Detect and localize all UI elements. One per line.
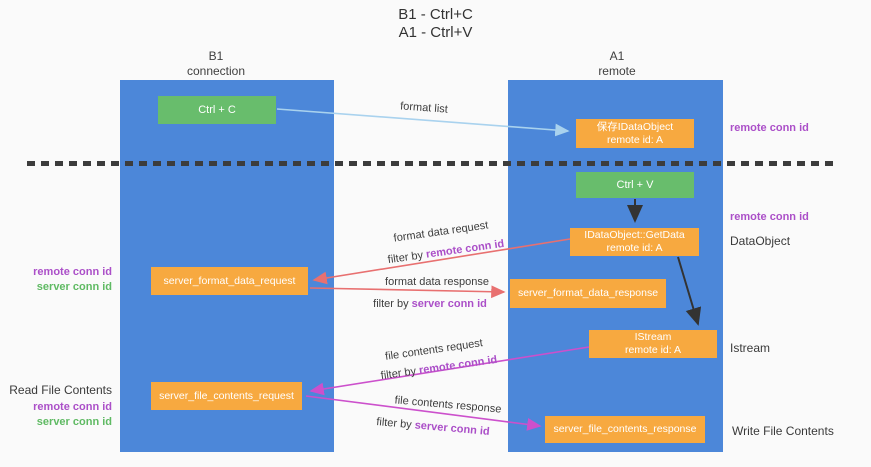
- node-server-file-contents-response: server_file_contents_response: [545, 416, 705, 443]
- node-server-format-data-request: server_format_data_request: [151, 267, 308, 295]
- label-file-contents-response: file contents response: [394, 394, 502, 416]
- side-dataobject-label: DataObject: [730, 234, 791, 248]
- side-left-server-conn-id-format: server conn id: [36, 281, 112, 293]
- node-istream: IStream remote id: A: [589, 330, 717, 358]
- node-server-format-data-request-label: server_format_data_request: [163, 274, 296, 287]
- node-idataobject-getdata: IDataObject::GetData remote id: A: [570, 228, 699, 256]
- node-ctrl-v-label: Ctrl + V: [616, 178, 654, 191]
- side-remote-conn-id-mid: remote conn id: [730, 211, 809, 223]
- label-filter-by-1: filter by: [387, 248, 427, 267]
- lane-b1-subtitle: connection: [186, 64, 246, 78]
- node-server-format-data-response-label: server_format_data_response: [517, 287, 659, 299]
- label-filter-by-2: filter by: [373, 298, 412, 310]
- lane-header-a1: A1 remote: [517, 49, 717, 79]
- lane-b1-title: B1: [208, 49, 224, 63]
- label-filter-by-4: filter by: [375, 416, 416, 432]
- node-ctrl-c: Ctrl + C: [158, 96, 276, 124]
- node-save-idataobject: 保存IDataObject remote id: A: [576, 119, 694, 148]
- label-remote-conn-id-1: remote conn id: [425, 237, 505, 261]
- format-data-response-arrow: [309, 285, 506, 299]
- lane-a1-title: A1: [609, 49, 625, 63]
- label-server-conn-id-2: server conn id: [414, 419, 491, 438]
- node-save-idataobject-line1: 保存IDataObject: [596, 120, 674, 133]
- node-idataobject-getdata-line2: remote id: A: [606, 242, 663, 254]
- node-server-file-contents-request: server_file_contents_request: [151, 382, 302, 410]
- label-server-conn-id-1: server conn id: [411, 298, 487, 310]
- label-filter-server-2: filter by server conn id: [376, 416, 490, 438]
- side-left-server-conn-id-file: server conn id: [36, 416, 112, 428]
- side-write-file-contents: Write File Contents: [732, 424, 834, 438]
- label-format-data-response: format data response: [385, 276, 489, 288]
- label-filter-by-3: filter by: [380, 364, 420, 383]
- side-left-remote-conn-id-file: remote conn id: [33, 401, 112, 413]
- node-istream-line2: remote id: A: [624, 344, 682, 356]
- node-server-format-data-response: server_format_data_response: [510, 279, 666, 308]
- dashed-divider: [27, 161, 835, 166]
- node-server-file-contents-request-label: server_file_contents_request: [159, 389, 294, 402]
- lane-a1-subtitle: remote: [598, 64, 636, 78]
- node-ctrl-c-label: Ctrl + C: [198, 103, 236, 116]
- side-read-file-contents: Read File Contents: [9, 383, 112, 397]
- side-remote-conn-id-top: remote conn id: [730, 122, 809, 134]
- diagram-title-line2: A1 - Ctrl+V: [398, 24, 473, 41]
- node-save-idataobject-line2: remote id: A: [606, 133, 664, 146]
- lane-header-b1: B1 connection: [116, 49, 316, 79]
- node-istream-line1: IStream: [634, 331, 672, 343]
- diagram-title-line1: B1 - Ctrl+C: [398, 6, 473, 23]
- node-server-file-contents-response-label: server_file_contents_response: [553, 423, 697, 435]
- side-left-remote-conn-id-format: remote conn id: [33, 266, 112, 278]
- node-ctrl-v: Ctrl + V: [576, 172, 694, 198]
- label-remote-conn-id-2: remote conn id: [418, 353, 498, 377]
- node-idataobject-getdata-line1: IDataObject::GetData: [584, 229, 685, 241]
- label-format-list: format list: [399, 100, 449, 116]
- label-filter-server-1: filter by server conn id: [373, 298, 487, 310]
- side-istream-label: Istream: [730, 341, 771, 355]
